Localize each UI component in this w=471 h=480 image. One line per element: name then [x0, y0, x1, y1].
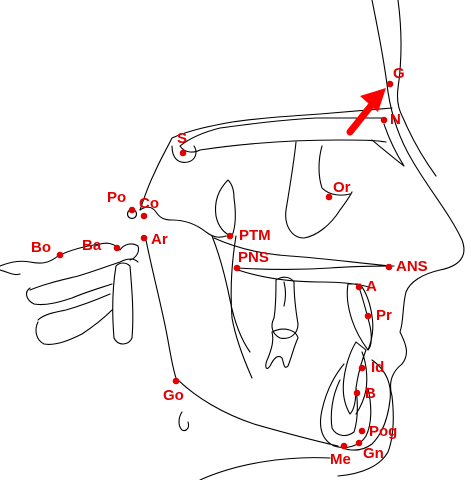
landmark-dot-Id [358, 364, 366, 372]
landmark-dot-G [386, 80, 394, 88]
landmark-label-Ba: Ba [82, 237, 102, 254]
landmark-dot-Co [140, 212, 148, 220]
upper-molar-root [283, 281, 287, 307]
upper-molar [271, 276, 299, 339]
landmark-dot-S [179, 149, 187, 157]
landmark-label-PNS: PNS [238, 249, 269, 266]
landmark-dot-Bo [56, 251, 64, 259]
landmark-dot-Po [128, 206, 136, 214]
landmark-label-Po: Po [107, 189, 126, 206]
landmark-dot-ANS [385, 263, 393, 271]
cervical-vertebra-4 [37, 293, 111, 321]
orbit-outline [285, 141, 353, 239]
landmark-dot-B [353, 389, 361, 397]
landmark-label-Id: Id [371, 359, 384, 376]
landmark-label-S: S [177, 130, 187, 147]
symphysis-inner [330, 379, 358, 437]
landmark-label-G: G [393, 65, 405, 82]
landmark-dot-Or [325, 193, 333, 201]
landmark-dot-Pr [364, 312, 372, 320]
posterior-cranial-outline [139, 206, 227, 238]
landmark-label-Gn: Gn [363, 445, 384, 462]
landmark-dot-Ar [140, 234, 148, 242]
landmark-dot-Me [340, 442, 348, 450]
sella-turcica [171, 145, 197, 163]
landmark-label-B: B [365, 385, 376, 402]
landmark-label-PTM: PTM [239, 227, 271, 244]
lower-incisor [342, 341, 367, 415]
ramus-anterior [211, 235, 251, 353]
zygomatic-arch [213, 237, 391, 267]
landmark-label-Pog: Pog [369, 423, 397, 440]
pointer-arrow-icon [346, 88, 386, 136]
landmark-dot-PTM [226, 232, 234, 240]
lower-incisor-2 [355, 351, 368, 415]
landmark-label-N: N [390, 111, 401, 128]
lower-molar [265, 328, 299, 369]
orbit-inner [318, 145, 351, 196]
ramus-posterior [145, 239, 177, 379]
chin-outer [341, 359, 391, 451]
cervical-vertebra-3 [25, 283, 113, 306]
landmark-dot-Pog [358, 427, 366, 435]
landmark-dots [56, 80, 394, 450]
mandibular-symphysis [319, 363, 372, 449]
maxilla-anterior [359, 283, 374, 351]
odontoid-process [112, 262, 134, 345]
landmark-label-ANS: ANS [396, 258, 428, 275]
frontal-bone-outline [139, 107, 393, 211]
landmark-labels: G N S Or Po Co Ar Bo Ba PTM PNS ANS A Pr… [31, 65, 428, 468]
cervical-vertebra-2 [29, 258, 139, 291]
landmark-label-Pr: Pr [376, 307, 392, 324]
ptm-posterior-line [230, 235, 253, 379]
landmark-dot-N [380, 116, 388, 124]
soft-tissue-profile [337, 0, 465, 477]
hyoid-bone [178, 411, 190, 432]
landmark-dot-Ba [113, 244, 121, 252]
anterior-cranial-base [179, 117, 387, 153]
landmark-dot-Go [172, 377, 180, 385]
landmark-label-Me: Me [330, 451, 351, 468]
neck-outline [0, 269, 21, 276]
landmark-label-Bo: Bo [31, 239, 51, 256]
landmark-label-A: A [366, 278, 377, 295]
landmark-label-Ar: Ar [151, 231, 168, 248]
palate-floor [237, 269, 373, 289]
landmark-dot-PNS [233, 264, 241, 272]
cervical-vertebra-5 [35, 309, 113, 345]
landmark-dot-Gn [355, 439, 363, 447]
palatal-plane [237, 265, 395, 271]
submental-soft-tissue [199, 457, 331, 480]
mandibular-angle-lower-border [175, 377, 339, 447]
landmark-label-Co: Co [139, 195, 159, 212]
landmark-label-Or: Or [333, 179, 351, 196]
nasal-bone [371, 123, 405, 167]
landmark-dot-A [355, 283, 363, 291]
forehead-contour [396, 0, 437, 177]
pterygomaxillary-fissure [214, 179, 236, 237]
atlas [119, 243, 140, 261]
landmark-label-Go: Go [163, 387, 184, 404]
